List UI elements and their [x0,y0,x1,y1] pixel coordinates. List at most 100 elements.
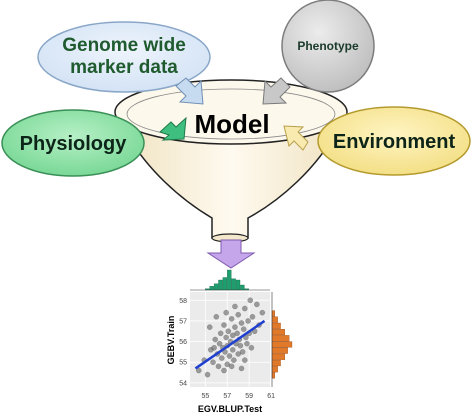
x-tick-labels: 55 57 59 61 [201,393,275,400]
data-point [195,367,202,374]
data-point [223,309,229,316]
funnel [114,79,348,243]
top-hist-bar [213,283,219,291]
data-point [204,371,211,378]
top-hist-bar [218,279,223,291]
data-point [228,363,235,370]
data-point [221,322,227,328]
physiology-arrow-icon [159,116,187,141]
side-hist-bar [271,360,281,367]
data-point [237,342,244,349]
phenotype-label: Phenotype [297,39,359,53]
data-point [231,357,237,363]
x-tick-label: 61 [267,393,275,400]
data-point [213,313,220,320]
data-point [241,357,248,363]
top-hist-bar [227,269,232,291]
physiology-ellipse [1,109,145,177]
side-hist-bar [271,316,278,323]
genome-label-line1: Genome wide [62,35,186,56]
physiology-label: Physiology [20,133,128,155]
top-histogram [205,269,249,291]
data-point [224,361,231,368]
genome-label-line2: marker data [70,57,178,78]
data-point [249,313,256,320]
phenotype-arrow-icon [262,77,291,105]
input-arrows [159,77,309,151]
top-hist-bar [231,278,236,291]
data-point [235,351,242,357]
data-point [245,318,251,324]
genome-arrow-icon [175,77,204,105]
data-point [226,353,233,359]
data-point [218,355,225,361]
data-point [238,320,245,326]
data-point [221,367,227,374]
environment-ellipse [317,106,471,176]
x-tick-label: 55 [201,393,209,400]
physiology-node: Physiology [1,109,145,177]
data-point [232,303,238,310]
model-label: Model [194,109,269,139]
y-tick-label: 55 [179,360,187,367]
side-hist-bar [271,347,288,354]
data-point [216,340,223,347]
side-hist-bar [271,366,278,373]
x-tick-label: 57 [223,393,231,400]
environment-arrow-icon [283,125,309,151]
side-hist-bar [271,310,276,317]
side-hist-bar [271,322,281,329]
data-point [229,347,236,353]
phenotype-circle [281,0,375,93]
side-hist-bar [271,335,290,342]
data-point [212,336,219,343]
data-point [240,326,247,332]
top-hist-bar [222,277,228,291]
side-histogram [271,310,293,379]
data-point [206,324,213,330]
y-tick-labels: 54 55 56 57 58 [179,298,187,388]
data-point [254,301,260,308]
phenotype-node: Phenotype [281,0,375,93]
data-point [232,324,238,330]
environment-node: Environment [317,106,471,176]
y-axis-label: GEBV.Train [166,316,176,365]
data-point [223,334,229,341]
data-point [217,330,224,337]
data-point [248,344,255,351]
data-point [225,328,232,335]
data-point [247,297,254,304]
funnel-inner-rim [126,88,336,140]
side-hist-bar [271,353,286,360]
x-tick-label: 59 [245,393,253,400]
top-hist-bar [209,286,214,291]
y-tick-label: 57 [179,318,187,325]
data-point [241,305,248,312]
data-point [235,311,242,318]
y-tick-label: 56 [179,339,187,346]
y-tick-label: 54 [179,380,187,387]
side-hist-bar [271,372,276,379]
data-point [210,359,216,366]
data-point [259,309,266,316]
genome-node: Genome wide marker data [37,21,211,93]
data-point [215,363,222,370]
data-point [229,332,236,339]
genome-ellipse [37,21,211,93]
x-axis-label: EGV.BLUP.Test [198,404,262,414]
data-point [234,330,240,337]
top-hist-bar [240,284,245,291]
fit-line [194,319,266,370]
top-hist-bar [235,279,241,291]
side-hist-bar [271,341,293,348]
data-point [238,365,245,372]
data-point [244,340,250,347]
data-point [239,349,246,355]
data-point [228,316,235,322]
data-point [211,344,217,351]
side-hist-bar [271,329,286,336]
y-tick-label: 58 [179,298,187,305]
scatter-plot: 55 57 59 61 54 55 56 57 58 EGV.BLUP.Test GEBV.T… [166,269,293,414]
environment-label: Environment [333,131,456,153]
